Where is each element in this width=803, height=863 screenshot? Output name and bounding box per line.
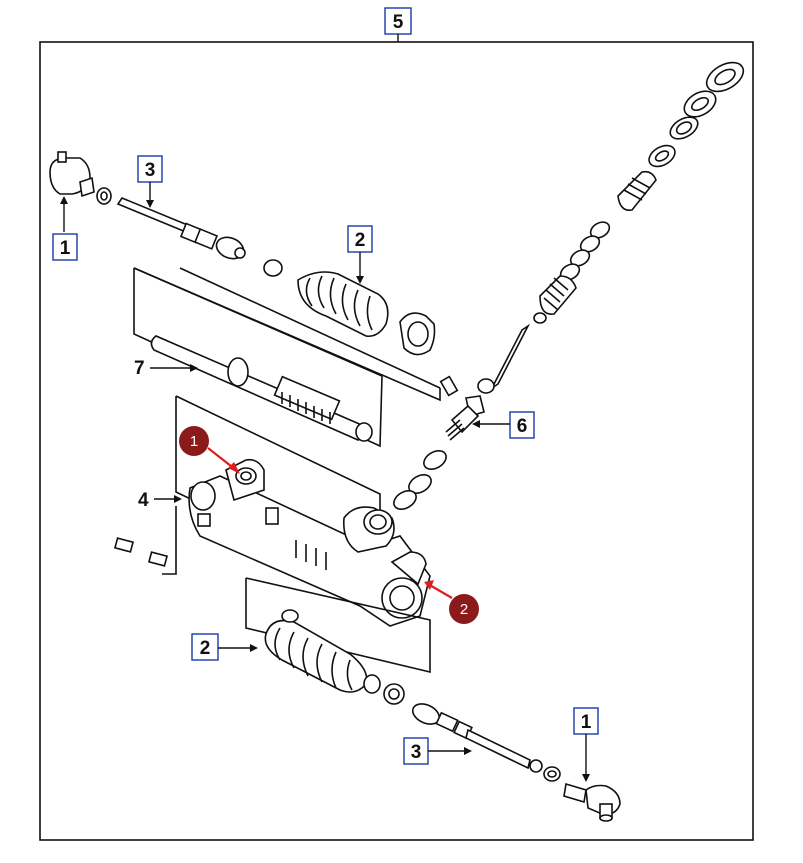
marker-1: 1 xyxy=(179,426,240,474)
tie-rod-end-upper xyxy=(49,151,112,205)
label-tie-rod-end-upper: 1 xyxy=(52,196,78,261)
label-rack: 7 xyxy=(134,358,198,379)
svg-text:6: 6 xyxy=(517,416,528,437)
svg-text:2: 2 xyxy=(200,638,211,659)
svg-text:1: 1 xyxy=(581,712,592,733)
svg-text:4: 4 xyxy=(138,490,149,511)
boot-lower xyxy=(264,609,405,705)
svg-text:2: 2 xyxy=(460,601,468,618)
inner-tie-rod-upper xyxy=(116,197,246,260)
svg-text:3: 3 xyxy=(411,742,422,763)
svg-text:5: 5 xyxy=(393,12,404,33)
tie-rod-end-lower xyxy=(563,782,621,822)
label-boot-lower: 2 xyxy=(191,633,258,661)
label-pinion: 6 xyxy=(472,411,535,439)
label-inner-tie-rod-upper: 3 xyxy=(137,155,163,208)
inner-tie-rod-lower xyxy=(411,703,561,782)
pinion-assembly xyxy=(393,61,745,510)
boot-upper xyxy=(263,259,436,356)
housing xyxy=(188,458,431,627)
svg-text:2: 2 xyxy=(355,230,366,251)
small-fittings xyxy=(113,375,459,567)
svg-text:1: 1 xyxy=(190,433,198,450)
label-housing: 4 xyxy=(138,490,182,511)
svg-text:1: 1 xyxy=(60,238,71,259)
assembly-frame xyxy=(39,41,754,841)
rack xyxy=(150,335,373,442)
svg-text:3: 3 xyxy=(145,160,156,181)
label-boot-upper: 2 xyxy=(347,225,373,284)
lower-boot-bracket xyxy=(245,577,431,674)
label-assembly: 5 xyxy=(384,7,412,42)
label-tie-rod-end-lower: 1 xyxy=(573,707,599,782)
svg-text:7: 7 xyxy=(134,358,145,379)
marker-2: 2 xyxy=(424,580,479,624)
label-inner-tie-rod-lower: 3 xyxy=(403,737,472,765)
